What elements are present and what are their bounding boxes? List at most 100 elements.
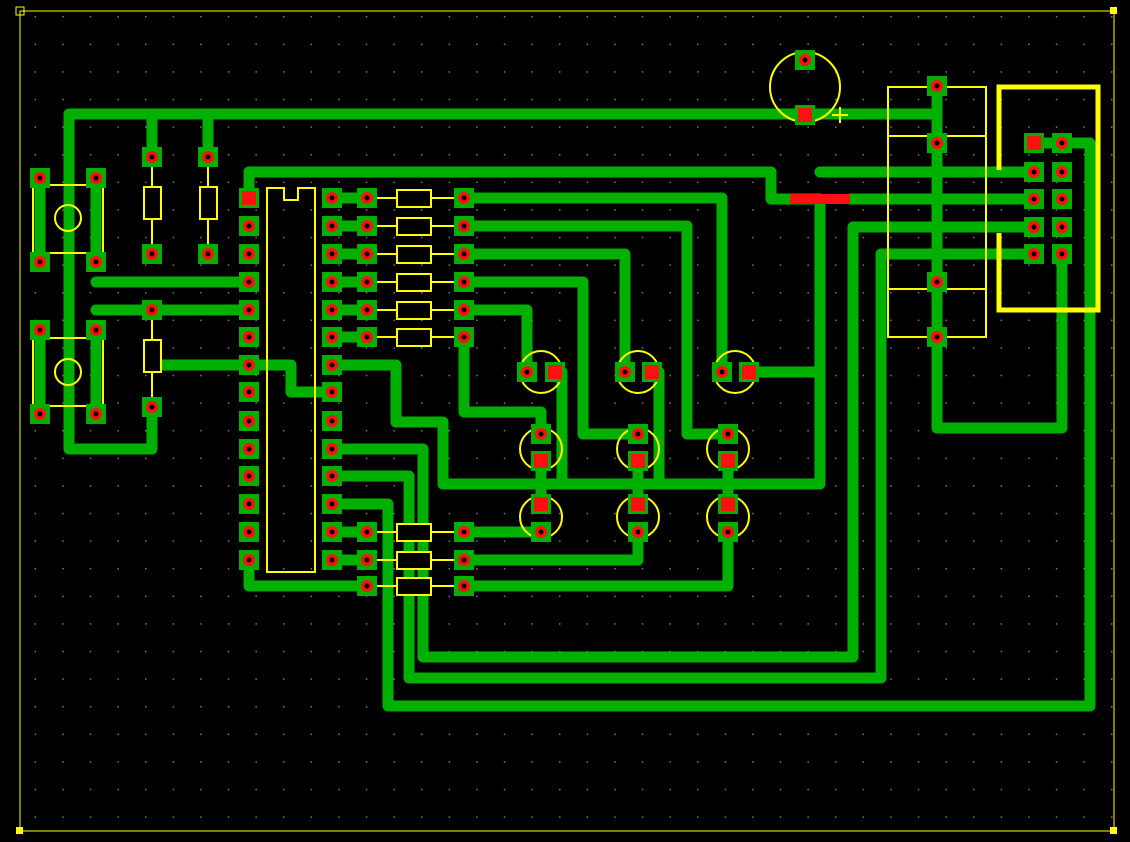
connector-pad <box>927 272 947 292</box>
resistor-pad <box>142 147 162 167</box>
ic-pin-pad <box>322 216 342 236</box>
button-pad <box>30 404 50 424</box>
ic-pin-pad <box>239 300 259 320</box>
led-pad <box>531 522 551 542</box>
resistor-array <box>367 189 464 596</box>
led-pad <box>712 362 732 382</box>
trace-button-top <box>34 172 102 268</box>
led-pad <box>718 451 738 471</box>
resistor-pad <box>198 244 218 264</box>
trace-bus-3 <box>326 137 1096 712</box>
ic-pin-pad <box>239 188 259 208</box>
ic-pin-pad <box>239 244 259 264</box>
ic-pin-pad <box>322 355 342 375</box>
trace-ic-right-pins <box>326 192 373 343</box>
ic-pin-pad <box>322 466 342 486</box>
trace-res-out-4 <box>458 276 644 440</box>
resistor-left-3 <box>143 310 162 407</box>
resistor-left-2 <box>199 157 218 254</box>
ic-pin-pad <box>322 272 342 292</box>
resistor-pad <box>142 244 162 264</box>
trace-ic-left <box>90 276 255 371</box>
led-pad <box>718 522 738 542</box>
resistor-pad <box>357 576 377 596</box>
led-pad <box>615 362 635 382</box>
resistor-pad <box>454 216 474 236</box>
resistor-pad <box>142 300 162 320</box>
trace-top-rail <box>63 108 943 455</box>
led-pad <box>739 362 759 382</box>
button-pad <box>30 252 50 272</box>
ic-pin-pad <box>239 494 259 514</box>
silkscreen <box>32 51 1101 596</box>
resistor-pad <box>357 188 377 208</box>
header-pad <box>1052 189 1072 209</box>
resistor-pad <box>454 300 474 320</box>
trace-res-out-5 <box>458 304 533 378</box>
header-pad <box>1052 162 1072 182</box>
resistor-pad <box>357 244 377 264</box>
resistor-pad <box>198 147 218 167</box>
resistor-pad <box>454 550 474 570</box>
trace-res-out-3 <box>458 248 631 378</box>
pushbutton-2 <box>32 337 104 407</box>
trace-bus-2 <box>326 248 1040 684</box>
button-pad <box>30 320 50 340</box>
connector-pad <box>927 133 947 153</box>
ic-pin-pad <box>239 550 259 570</box>
header-pad <box>1024 162 1044 182</box>
trace-button-bottom <box>34 324 102 420</box>
jumper-wire <box>790 194 850 204</box>
led-pad <box>531 451 551 471</box>
resistor-pad <box>357 327 377 347</box>
button-pad <box>86 404 106 424</box>
led-pad <box>642 362 662 382</box>
ic-pin-pad <box>322 550 342 570</box>
header-pad <box>1024 217 1044 237</box>
pin-header-frame <box>996 84 1101 313</box>
button-pad <box>30 168 50 188</box>
resistor-pad <box>454 576 474 596</box>
resistor-pad <box>454 327 474 347</box>
led-pad <box>531 424 551 444</box>
trace-res-out-2 <box>458 220 734 440</box>
ic-pin-pad <box>239 327 259 347</box>
trace-res-out-6 <box>458 331 547 440</box>
ic-pin-pad <box>239 216 259 236</box>
button-pad <box>86 168 106 188</box>
resistor-pad <box>357 550 377 570</box>
pushbutton-1 <box>32 184 104 254</box>
ic-pin-pad <box>322 327 342 347</box>
pads <box>30 50 1072 596</box>
header-pad <box>1024 244 1044 264</box>
ic-pin-pad <box>322 411 342 431</box>
trace-bus-1 <box>326 221 1040 663</box>
ic-pin-pad <box>322 522 342 542</box>
ic-pin-pad <box>322 300 342 320</box>
led-pad <box>628 494 648 514</box>
resistor-pad <box>454 188 474 208</box>
button-pad <box>86 252 106 272</box>
led-pad <box>718 494 738 514</box>
resistor-pad <box>454 244 474 264</box>
header-pad <box>1024 133 1044 153</box>
board-outline <box>15 6 1117 834</box>
ic-pin-pad <box>239 272 259 292</box>
ic-pin-pad <box>322 382 342 402</box>
ic-pin-pad <box>239 522 259 542</box>
resistor-pad <box>357 272 377 292</box>
ic-pin-pad <box>239 382 259 402</box>
button-pad <box>86 320 106 340</box>
capacitor-pad <box>795 50 815 70</box>
ic-pin-pad <box>239 355 259 375</box>
header-pad <box>1024 189 1044 209</box>
led-pad <box>628 522 648 542</box>
ic-pin-pad <box>239 439 259 459</box>
resistor-pad <box>142 397 162 417</box>
resistor-pad <box>454 522 474 542</box>
led-pad <box>531 494 551 514</box>
led-pad <box>628 451 648 471</box>
resistor-left-1 <box>143 157 162 254</box>
trace-res-out-1 <box>458 192 728 378</box>
